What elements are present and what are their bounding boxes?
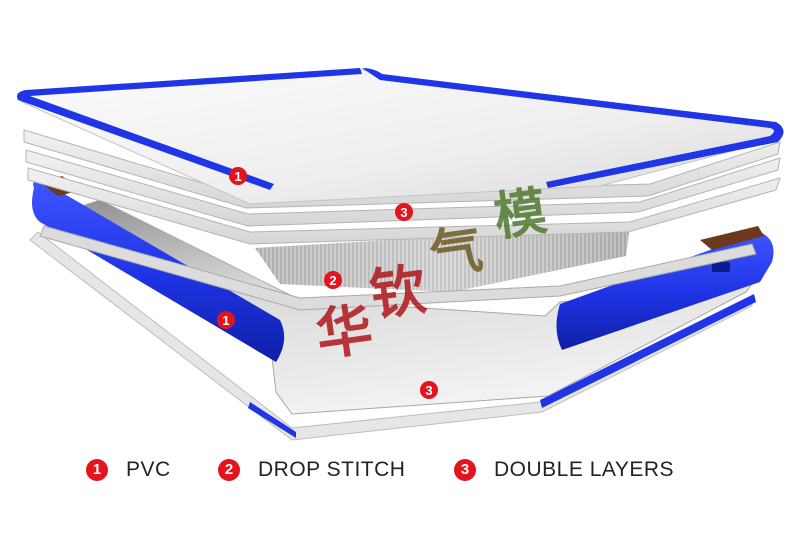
marker-double-layers-top-number: 3 [400,205,407,220]
bottom-right-brown-rim [700,226,764,250]
valve-port [712,262,730,272]
drop-stitch-group [39,225,757,311]
legend: 1 PVC 2 DROP STITCH 3 DOUBLE LAYERS [0,452,800,488]
middle-sheets-group [23,129,781,245]
bottom-blue-edge-right [540,294,756,408]
marker-double-layers-bottom: 3 [420,381,438,399]
watermark-char-4: 模 [490,181,550,249]
marker-double-layers-bottom-number: 3 [425,383,432,398]
bottom-pvc-body [44,199,754,415]
middle-sheet-2 [25,149,781,227]
watermark-char-2: 钦 [366,256,431,329]
watermark-group: 华 钦 气 模 [312,181,550,369]
marker-pvc-top-number: 1 [234,169,241,184]
legend-label-double-layers: DOUBLE LAYERS [494,458,675,481]
watermark-char-3: 气 [426,219,486,287]
legend-item-pvc: 1 PVC [86,452,171,488]
legend-item-drop-stitch: 2 DROP STITCH [218,452,405,488]
legend-badge-drop-stitch: 2 [218,459,240,481]
marker-drop-stitch-number: 2 [329,273,336,288]
bottom-blue-edge-left [248,402,296,438]
middle-sheet-3 [27,167,781,245]
drop-stitch-lower-sheet [39,225,757,311]
top-blue-rim-right [362,68,784,188]
legend-item-double-layers: 3 DOUBLE LAYERS [454,452,674,488]
top-sheet-group [17,68,784,205]
legend-badge-pvc: 1 [86,459,108,481]
legend-label-drop-stitch: DROP STITCH [258,458,406,481]
legend-badge-double-layers: 3 [454,459,476,481]
drop-stitch-shading [255,226,630,292]
marker-double-layers-top: 3 [395,203,413,221]
marker-pvc-top: 1 [229,167,247,185]
watermark-char-1: 华 [312,296,377,369]
marker-drop-stitch: 2 [324,271,342,289]
marker-pvc-bottom: 1 [217,311,235,329]
marker-pvc-bottom-number: 1 [222,313,229,328]
legend-label-pvc: PVC [126,458,171,481]
